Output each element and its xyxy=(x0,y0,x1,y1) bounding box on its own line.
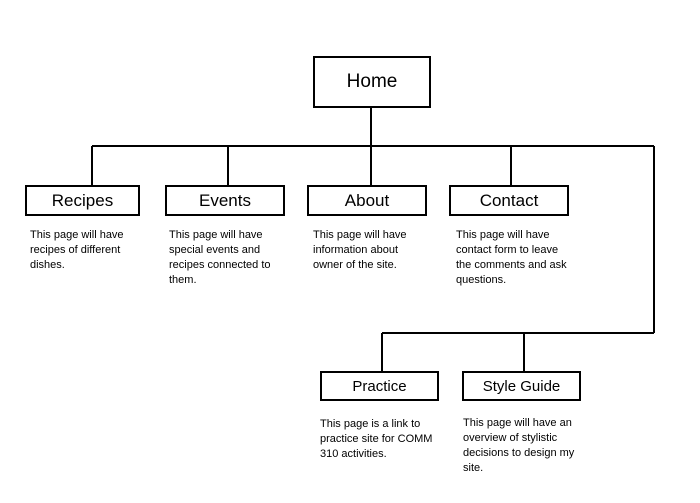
description-recipes: This page will have recipes of different… xyxy=(30,229,124,271)
node-contact: Contact xyxy=(449,185,569,216)
node-home: Home xyxy=(313,56,431,108)
description-events: This page will have special events and r… xyxy=(169,229,271,286)
description-practice: This page is a link to practice site for… xyxy=(320,418,433,460)
node-style-guide: Style Guide xyxy=(462,371,581,401)
node-events: Events xyxy=(165,185,285,216)
description-about: This page will have information about ow… xyxy=(313,229,407,271)
description-style-guide: This page will have an overview of styli… xyxy=(463,417,575,474)
description-contact: This page will have contact form to leav… xyxy=(456,229,567,286)
node-about: About xyxy=(307,185,427,216)
node-practice: Practice xyxy=(320,371,439,401)
node-recipes: Recipes xyxy=(25,185,140,216)
